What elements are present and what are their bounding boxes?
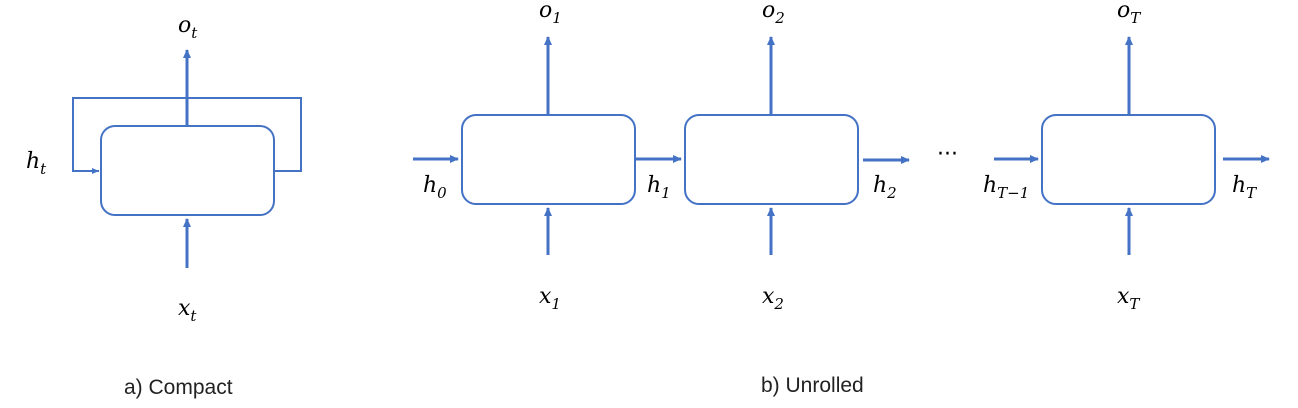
output-label: o1 xyxy=(539,0,562,27)
ellipsis: ··· xyxy=(937,142,958,167)
unrolled-cell-2: o2 x2 h2 xyxy=(684,0,910,313)
compact-hidden-label: ht xyxy=(26,149,47,178)
unrolled-cell-1: o1 x1 h0 h1 xyxy=(413,0,682,313)
compact-cell xyxy=(100,125,275,216)
unrolled-caption: b) Unrolled xyxy=(761,374,864,397)
compact-input-label: xt xyxy=(178,296,197,325)
cell-box xyxy=(1041,114,1216,205)
compact-caption: a) Compact xyxy=(124,376,233,399)
compact-output-label: ot xyxy=(178,13,198,42)
hidden-in-label: hT−1 xyxy=(983,173,1029,202)
hidden-out-label: hT xyxy=(1232,173,1257,202)
input-label: x1 xyxy=(539,284,561,313)
output-label: o2 xyxy=(762,0,785,27)
cell-box xyxy=(461,114,636,205)
cell-box xyxy=(684,114,859,205)
unrolled-diagram: o1 x1 h0 h1 o2 x2 xyxy=(413,0,1270,397)
hidden-out-label: h2 xyxy=(873,173,897,202)
hidden-in-label: h0 xyxy=(423,173,447,202)
output-label: oT xyxy=(1117,0,1141,27)
hidden-out-label: h1 xyxy=(647,173,671,202)
compact-diagram: ot xt ht a) Compact xyxy=(26,13,302,399)
input-label: xT xyxy=(1117,284,1140,313)
unrolled-cell-T: oT xT hT−1 hT xyxy=(983,0,1270,313)
input-label: x2 xyxy=(762,284,784,313)
